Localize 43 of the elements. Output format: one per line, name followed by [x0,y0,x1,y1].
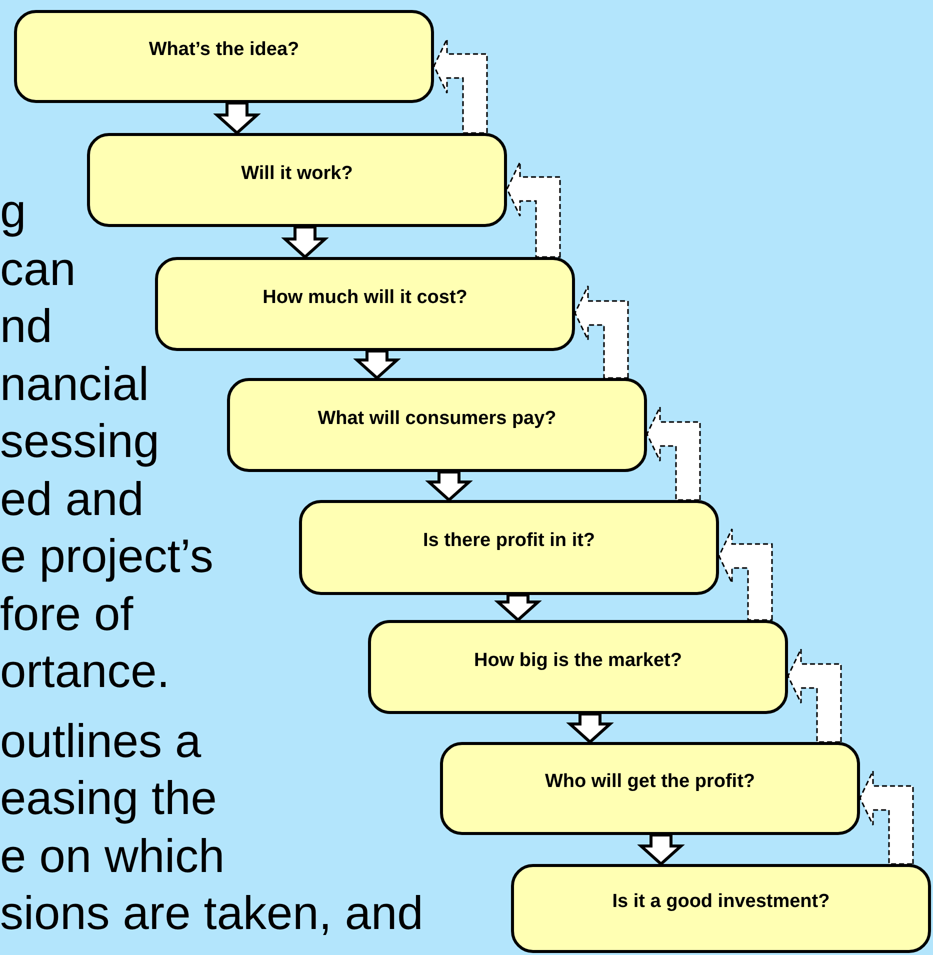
body-text-fragment: nd [0,298,52,354]
body-text-fragment: easing the [0,770,217,826]
question-text: Will it work? [241,162,353,186]
question-text: Is it a good investment? [612,890,830,914]
body-text-fragment: e on which [0,828,225,884]
dashed-block-arrow [859,770,914,865]
dashed-block-arrow [646,406,701,501]
body-text-fragment: e project’s [0,528,214,584]
process-box [368,620,788,714]
process-box [14,10,434,103]
block-arrow [213,102,261,136]
body-text-fragment: fore of [0,586,134,642]
body-text-fragment: can [0,241,76,297]
question-text: Is there profit in it? [422,529,596,554]
process-box [440,742,860,835]
question-text: How much will it cost? [262,286,468,310]
process-box [87,133,507,227]
block-arrow [637,834,685,866]
process-box [227,378,647,472]
process-box [511,864,931,953]
body-text-fragment: g [0,183,26,239]
question-text: What’s the idea? [148,38,300,62]
body-text-fragment: nancial [0,356,149,412]
block-arrow [566,712,614,744]
dashed-block-arrow [433,38,488,134]
body-text-fragment: sions are taken, and [0,885,424,941]
block-arrow [425,470,473,502]
dashed-block-arrow [718,528,773,621]
question-text: How big is the market? [474,648,682,673]
process-box [155,257,575,351]
block-arrow [281,226,329,260]
block-arrow [353,350,401,380]
dashed-block-arrow [574,285,629,379]
dashed-block-arrow [787,648,842,743]
process-box [299,500,719,595]
question-text: Who will get the profit? [544,770,756,794]
body-text-fragment: sessing [0,413,160,469]
dashed-block-arrow [506,161,561,258]
body-text-fragment: ed and [0,471,144,527]
body-text-fragment: ortance. [0,643,170,699]
block-arrow [494,594,542,622]
body-text-fragment: outlines a [0,713,202,769]
question-text: What will consumers pay? [318,406,556,431]
